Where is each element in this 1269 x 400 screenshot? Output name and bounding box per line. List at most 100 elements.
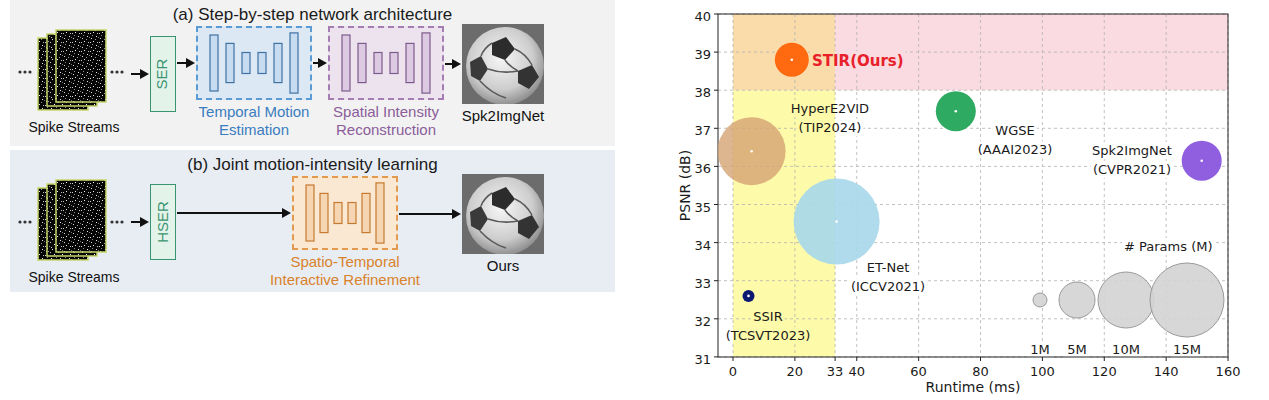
output-image: Ours	[462, 174, 544, 254]
method-label: STIR(Ours)	[812, 52, 904, 70]
tick-mark	[714, 356, 718, 357]
unet-bars	[294, 178, 396, 248]
tick-mark	[714, 128, 718, 129]
module-box: Spatial Intensity Reconstruction	[328, 26, 444, 100]
tick-mark	[714, 280, 718, 281]
size-legend	[1033, 263, 1224, 337]
label-wrapper: SSIR (TCSVT2023)	[718, 306, 818, 344]
spike-frame	[56, 30, 106, 102]
tick-mark	[794, 357, 795, 361]
tick-label: 38	[694, 85, 711, 100]
spike-frame	[56, 180, 106, 252]
feature-bar	[406, 43, 414, 82]
arrow-head	[452, 59, 461, 69]
encoder-box: HSER	[150, 184, 176, 260]
label-wrapper: 15M	[1162, 339, 1212, 358]
method-label: WGSE (AAAI2023)	[978, 123, 1052, 157]
axis-title: Runtime (ms)	[926, 379, 1021, 395]
tick-mark	[1228, 357, 1229, 361]
flow-arrow	[445, 59, 461, 69]
spike-stream-frames	[18, 28, 130, 116]
ellipsis-dot	[18, 220, 21, 223]
tick-marks	[714, 14, 1228, 361]
label-wrapper: 20	[765, 361, 825, 380]
bubble-center	[835, 220, 838, 223]
bubbles	[718, 43, 1222, 302]
tick-mark	[835, 357, 836, 361]
tick-mark	[714, 242, 718, 243]
label-wrapper: ET-Net (ICCV2021)	[838, 257, 938, 295]
label-wrapper: 60	[889, 361, 949, 380]
feature-bar	[390, 53, 398, 74]
label-wrapper: 1M	[1015, 339, 1065, 358]
tick-label: 0	[729, 364, 737, 379]
ellipsis-dot	[23, 70, 26, 73]
encoder-label: HSER	[153, 201, 171, 243]
tick-label: 37	[694, 123, 711, 138]
tick-label: 120	[1092, 364, 1117, 379]
tick-label: 40	[848, 364, 865, 379]
bubble-center	[955, 110, 958, 113]
ellipsis-dot	[18, 70, 21, 73]
image-ground	[462, 24, 544, 104]
feature-bar	[422, 33, 430, 93]
reconstructed-image	[462, 24, 544, 104]
feature-bar	[290, 33, 298, 93]
tick-label: 60	[910, 364, 927, 379]
method-label: Spk2ImgNet (CVPR2021)	[1092, 143, 1172, 177]
tick-mark	[714, 52, 718, 53]
ellipsis-dot	[110, 70, 113, 73]
label-wrapper: # Params (M)	[1124, 236, 1244, 255]
tick-mark	[714, 166, 718, 167]
grid-line	[733, 14, 734, 357]
label-wrapper: 39	[650, 44, 711, 63]
method-bubble	[718, 117, 786, 185]
ellipsis-dot	[23, 220, 26, 223]
feature-bar	[306, 185, 314, 241]
method-bubble	[743, 290, 755, 302]
legend-label: 15M	[1173, 342, 1201, 357]
legend-title: # Params (M)	[1124, 239, 1213, 254]
flow-arrow	[313, 58, 327, 68]
arrow-head	[186, 58, 195, 68]
tick-mark	[980, 357, 981, 361]
bubble-center	[1200, 159, 1203, 162]
tick-label: 35	[694, 200, 711, 215]
ellipsis-dot	[115, 220, 118, 223]
ball-patch	[470, 56, 488, 81]
grid-line	[980, 14, 981, 357]
tick-mark	[918, 357, 919, 361]
label-wrapper: Runtime (ms)	[923, 377, 1023, 396]
tick-label: 80	[972, 364, 989, 379]
legend-label: 10M	[1112, 342, 1140, 357]
tick-label: 160	[1216, 364, 1241, 379]
tick-label: 33	[827, 364, 844, 379]
label-wrapper: 34	[650, 235, 711, 254]
tick-mark	[856, 357, 857, 361]
bubble-center	[791, 58, 794, 61]
label-wrapper: 40	[650, 6, 711, 25]
label-wrapper: 120	[1074, 361, 1134, 380]
method-label: ET-Net (ICCV2021)	[851, 260, 925, 294]
ball-seam	[480, 43, 532, 98]
tick-label: 33	[694, 276, 711, 291]
tick-mark	[714, 318, 718, 319]
size-swatch	[1033, 293, 1047, 307]
grid-line	[718, 318, 1228, 319]
feature-bar	[210, 35, 218, 91]
method-label: SSIR (TCSVT2023)	[726, 309, 811, 343]
feature-bar	[242, 53, 250, 74]
feature-bar	[362, 193, 370, 232]
ellipsis-dot	[28, 220, 31, 223]
arrow-shaft	[177, 62, 187, 64]
flow-arrow	[399, 209, 461, 219]
tick-label: 20	[787, 364, 804, 379]
ball-seam	[480, 193, 532, 248]
tick-label: 39	[694, 47, 711, 62]
arrow-head	[282, 208, 291, 218]
panel-region: (a) Step-by-step network architectureSpi…	[10, 0, 615, 146]
label-wrapper: Spk2ImgNet (CVPR2021)	[1082, 140, 1182, 178]
